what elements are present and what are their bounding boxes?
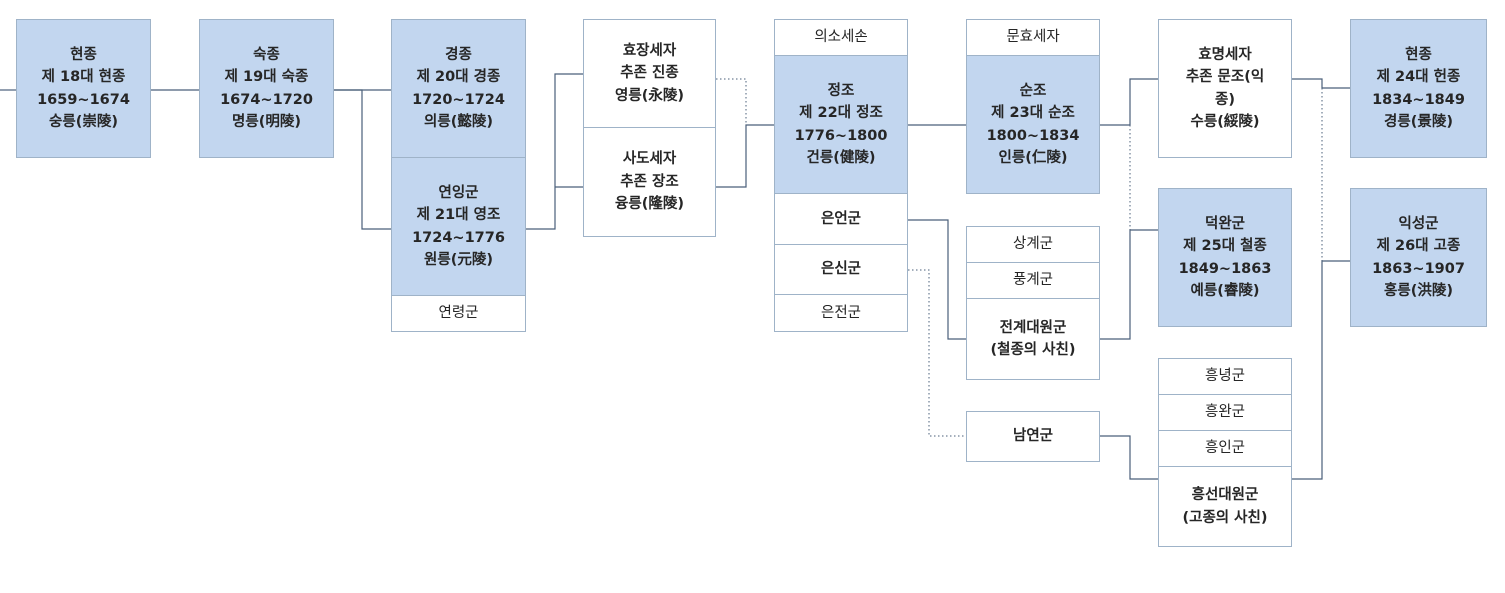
tomb: 숭릉(崇陵) xyxy=(49,113,118,130)
connector-sunjo-hyomyeong xyxy=(1100,78,1158,126)
reign: 제 23대 순조 xyxy=(991,105,1075,122)
name: 은전군 xyxy=(820,304,862,321)
node-deokwangun: 덕완군 제 25대 철종 1849~1863 예릉(睿陵) xyxy=(1158,188,1292,327)
tomb: 의릉(懿陵) xyxy=(424,113,493,130)
reign: 제 22대 정조 xyxy=(799,105,883,122)
title: 추존 장조 xyxy=(620,173,679,190)
node-heungnyeong: 흥녕군 xyxy=(1158,358,1292,395)
tomb: 인릉(仁陵) xyxy=(998,149,1068,166)
dotted-eunsingun-namyeongun xyxy=(908,269,966,437)
node-heungin: 흥인군 xyxy=(1158,430,1292,467)
name: 흥완군 xyxy=(1204,404,1246,421)
connector-euneongun-jeongye xyxy=(908,219,966,340)
name: 은언군 xyxy=(820,210,862,227)
years: 1659~1674 xyxy=(37,91,130,108)
connector-hyomyeong-heonjong24 xyxy=(1292,78,1350,89)
tomb: 건릉(健陵) xyxy=(806,149,876,166)
years: 1863~1907 xyxy=(1372,260,1465,277)
node-heungwan: 흥완군 xyxy=(1158,394,1292,431)
tomb: 영릉(永陵) xyxy=(615,87,684,104)
node-hyojang: 효장세자 추존 진종 영릉(永陵) xyxy=(583,19,716,128)
name: 경종 xyxy=(445,46,472,63)
node-namyeongun: 남연군 xyxy=(966,411,1100,462)
connector-sado-jeongjo xyxy=(716,124,774,188)
connector-namyeongun-heungseon xyxy=(1100,435,1158,480)
name: 흥인군 xyxy=(1204,440,1246,457)
node-euneongun: 은언군 xyxy=(774,193,908,245)
years: 1800~1834 xyxy=(986,127,1080,144)
node-sunjo: 순조 제 23대 순조 1800~1834 인릉(仁陵) xyxy=(966,55,1100,194)
reign: 제 20대 경종 xyxy=(416,69,501,86)
node-heungseon: 흥선대원군 (고종의 사친) xyxy=(1158,466,1292,547)
tomb: 융릉(隆陵) xyxy=(615,196,684,213)
node-yeonryeonggun: 연령군 xyxy=(391,295,526,332)
name: 숙종 xyxy=(253,46,280,63)
reign: 제 18대 현종 xyxy=(41,69,126,86)
node-sado: 사도세자 추존 장조 융릉(隆陵) xyxy=(583,127,716,237)
node-gyeongjong: 경종 제 20대 경종 1720~1724 의릉(懿陵) xyxy=(391,19,526,158)
node-sukjong: 숙종 제 19대 숙종 1674~1720 명릉(明陵) xyxy=(199,19,334,158)
tomb: 홍릉(洪陵) xyxy=(1384,282,1453,299)
dotted-hyojang-jeongjo xyxy=(716,78,747,125)
node-jeongjo: 정조 제 22대 정조 1776~1800 건릉(健陵) xyxy=(774,55,908,194)
node-heonjong-24: 현종 제 24대 헌종 1834~1849 경릉(景陵) xyxy=(1350,19,1487,158)
name: 정조 xyxy=(827,82,855,99)
reign: 제 25대 철종 xyxy=(1183,238,1267,255)
reign: 제 26대 고종 xyxy=(1376,238,1461,255)
name: 현종 xyxy=(1405,46,1432,63)
node-eunjeongun: 은전군 xyxy=(774,294,908,332)
reign: 제 21대 영조 xyxy=(416,207,501,224)
name: 상계군 xyxy=(1012,236,1054,253)
connector-sukjong-yeongjo xyxy=(334,89,391,230)
connector-jeongye-deokwangun xyxy=(1100,229,1158,340)
name: 익성군 xyxy=(1398,215,1439,232)
node-hyomyeong: 효명세자 추존 문조(익 종) 수릉(綏陵) xyxy=(1158,19,1292,158)
years: 1834~1849 xyxy=(1372,91,1465,108)
years: 1849~1863 xyxy=(1178,260,1272,277)
name: 의소세손 xyxy=(814,29,868,46)
name: 흥녕군 xyxy=(1204,368,1246,385)
name: 덕완군 xyxy=(1204,215,1246,232)
tomb: 경릉(景陵) xyxy=(1384,113,1453,130)
node-eunsingun: 은신군 xyxy=(774,244,908,295)
name: 효장세자 xyxy=(622,42,677,59)
node-ikseonggun: 익성군 제 26대 고종 1863~1907 홍릉(洪陵) xyxy=(1350,188,1487,327)
title: 추존 진종 xyxy=(620,65,679,82)
node-uiso: 의소세손 xyxy=(774,19,908,56)
tomb: 원릉(元陵) xyxy=(424,251,493,268)
node-hyeonjong-18: 현종 제 18대 현종 1659~1674 숭릉(崇陵) xyxy=(16,19,151,158)
reign: 제 19대 숙종 xyxy=(224,69,309,86)
tomb: 수릉(綏陵) xyxy=(1190,113,1260,130)
tomb: 예릉(睿陵) xyxy=(1190,282,1260,299)
name: 남연군 xyxy=(1012,428,1054,445)
connector-yeongjo-hyojang xyxy=(526,73,583,230)
years: 1674~1720 xyxy=(220,91,313,108)
tomb: 명릉(明陵) xyxy=(232,113,301,130)
node-sanggyegun: 상계군 xyxy=(966,226,1100,263)
name: 전계대원군 xyxy=(999,319,1067,336)
name: 연령군 xyxy=(438,305,479,322)
years: 1724~1776 xyxy=(412,229,505,246)
note: (철종의 사친) xyxy=(990,342,1076,358)
name: 은신군 xyxy=(820,261,862,278)
name: 흥선대원군 xyxy=(1191,487,1259,504)
node-munhyo: 문효세자 xyxy=(966,19,1100,56)
title: 추존 문조(익 종) xyxy=(1185,69,1265,108)
node-yeongjo: 연잉군 제 21대 영조 1724~1776 원릉(元陵) xyxy=(391,157,526,296)
connector-heungseon-ikseonggun xyxy=(1292,260,1350,480)
name: 풍계군 xyxy=(1012,272,1054,289)
years: 1720~1724 xyxy=(412,91,505,108)
years: 1776~1800 xyxy=(794,127,888,144)
reign: 제 24대 헌종 xyxy=(1376,69,1461,86)
name: 현종 xyxy=(70,46,97,63)
name: 순조 xyxy=(1019,82,1047,99)
node-jeongye: 전계대원군 (철종의 사친) xyxy=(966,298,1100,380)
name: 연잉군 xyxy=(438,184,479,201)
note: (고종의 사친) xyxy=(1182,509,1268,526)
name: 효명세자 xyxy=(1198,46,1252,63)
name: 사도세자 xyxy=(622,151,677,168)
name: 문효세자 xyxy=(1006,29,1060,46)
node-punggyegun: 풍계군 xyxy=(966,262,1100,299)
